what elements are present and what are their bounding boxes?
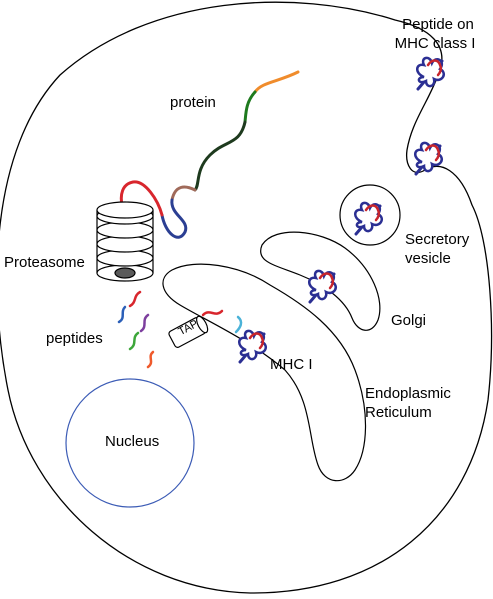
label-er-line1: Endoplasmic	[365, 385, 451, 402]
label-er-line2: Reticulum	[365, 404, 432, 421]
label-peptides: peptides	[46, 330, 103, 347]
mhc-class-i-icon	[237, 329, 268, 364]
nucleus	[65, 378, 195, 508]
secretory-vesicle	[339, 184, 401, 246]
peptide-fragments	[117, 290, 243, 369]
label-mhc-i: MHC I	[270, 356, 313, 373]
label-surface-line2: MHC class I	[394, 35, 476, 52]
proteasome-icon	[96, 201, 154, 282]
mhc-class-i-icon	[353, 201, 384, 236]
tap-transporter-icon	[168, 315, 209, 348]
label-protein: protein	[170, 94, 216, 111]
label-vesicle-line1: Secretory	[405, 231, 470, 248]
label-surface-line1: Peptide on	[402, 16, 474, 33]
label-nucleus: Nucleus	[105, 433, 160, 450]
mhc-class-i-icon	[307, 269, 338, 304]
label-vesicle-line2: vesicle	[405, 250, 451, 267]
endoplasmic-reticulum	[162, 263, 367, 482]
mhc-class-i-icon	[415, 56, 446, 91]
label-golgi: Golgi	[391, 312, 427, 329]
golgi-apparatus	[260, 231, 381, 331]
label-proteasome: Proteasome	[4, 254, 85, 271]
mhc-class-i-icon	[413, 141, 444, 176]
protein-chain	[119, 70, 300, 239]
